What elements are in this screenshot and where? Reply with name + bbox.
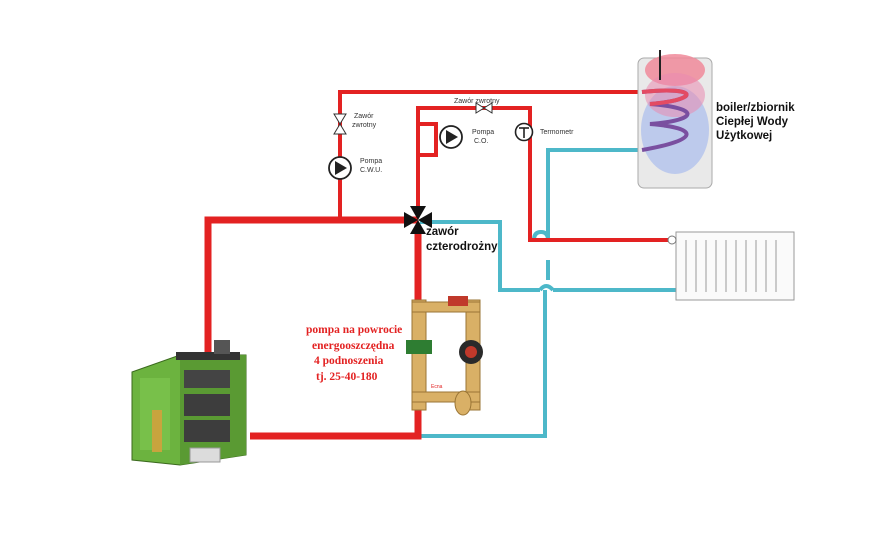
pump-co-label-1: Pompa [472,129,494,136]
valve-top-label: Zawór zwrotny [454,98,500,105]
pump-icon [439,125,463,149]
fitting-mark: Ecna [431,384,443,390]
four-way-valve-icon [404,206,432,234]
return-pump-label-3: 4 podnoszenia [314,355,384,367]
boiler-label-2: Ciepłej Wody [716,116,789,128]
radiator-icon [667,231,795,301]
boiler-tank: boiler/zbiornik Ciepłej Wody Użytkowej [637,50,795,189]
return-pump-label-4: tj. 25-40-180 [316,371,378,383]
return-pump-label-1: pompa na powrocie [306,324,402,336]
thermometer-icon [514,122,534,142]
thermometer-label: Termometr [540,129,574,136]
pump-cwu: Pompa C.W.U. [328,156,382,180]
return-pipes [420,148,677,438]
check-valve-icon [333,113,347,135]
pump-co-label-2: C.O. [474,138,488,145]
pump-icon [459,340,483,364]
check-valve-top: Zawór zwrotny [454,98,500,114]
pump-cwu-label-1: Pompa [360,158,382,165]
furnace-icon [131,340,247,466]
valve-cwu-label-2: zwrotny [352,122,377,129]
valve-cwu-label-1: Zawór [354,113,374,120]
four-way-valve: zawór czterodrożny [404,206,498,253]
pump-icon [328,156,352,180]
four-way-valve-label-2: czterodrożny [426,241,498,253]
four-way-valve-label-1: zawór [426,226,459,238]
boiler-label-3: Użytkowej [716,130,772,142]
check-valve-cwu: Zawór zwrotny [333,113,377,135]
supply-pipes [204,90,674,440]
pump-cwu-label-2: C.W.U. [360,167,382,174]
boiler-label-1: boiler/zbiornik [716,102,795,114]
return-pump-label-2: energooszczędna [312,340,395,352]
thermometer: Termometr [514,122,574,142]
pump-co: Pompa C.O. [439,125,494,149]
boiler-tank-icon [637,50,713,189]
check-valve-icon [475,102,493,114]
return-pump-manifold: Ecna [406,296,483,416]
